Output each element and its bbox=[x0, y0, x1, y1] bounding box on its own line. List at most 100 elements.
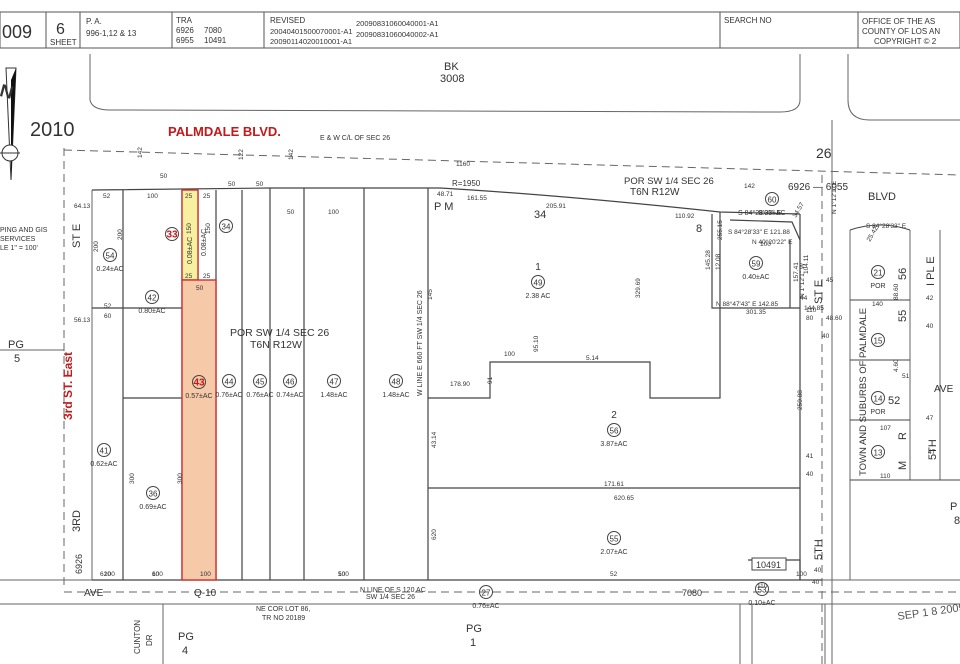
dimension-label: 45 bbox=[826, 277, 834, 284]
dimension-label: 5.14 bbox=[586, 355, 599, 362]
office-line-2: COUNTY OF LOS AN bbox=[862, 27, 940, 36]
dimension-label: 100 bbox=[760, 241, 771, 248]
parcel-47[interactable]: 471.48±AC bbox=[320, 374, 348, 400]
ne-cor-note-1: NE COR LOT 86, bbox=[256, 606, 310, 613]
dimension-label: 142 bbox=[744, 183, 755, 190]
north-arrow: N bbox=[0, 67, 20, 181]
parcel-number: 55 bbox=[610, 535, 619, 544]
street-palmdale-blvd[interactable]: PALMDALE BLVD. bbox=[168, 124, 281, 139]
parcel-circle bbox=[192, 375, 206, 389]
dimension-label: 50 bbox=[287, 209, 295, 216]
parcel-circle bbox=[607, 423, 621, 437]
parcel-area: 0.76±AC bbox=[472, 603, 499, 610]
parcel-number: 33 bbox=[166, 230, 178, 241]
parcel-48[interactable]: 481.48±AC bbox=[382, 374, 410, 400]
revised-left-2: 20090114020010001-A1 bbox=[270, 37, 352, 46]
parcel-number: 60 bbox=[768, 196, 777, 205]
por-sec-upper-1: POR SW 1/4 SEC 26 bbox=[624, 176, 714, 187]
parcel-circle bbox=[871, 265, 885, 279]
parcel-number: 27 bbox=[482, 589, 491, 598]
parcel-number: 45 bbox=[256, 378, 265, 387]
parcel-43[interactable]: 430.57±AC bbox=[185, 375, 213, 401]
dimension-label: 47 bbox=[926, 415, 934, 422]
bk-number: 3008 bbox=[440, 73, 464, 85]
dimension-label: 178.90 bbox=[450, 381, 470, 388]
parcel-circle bbox=[755, 582, 769, 596]
parcel-area: 2.07±AC bbox=[600, 549, 627, 556]
w-line-note: W LINE E 660 FT SW 1/4 SEC 26 bbox=[417, 290, 424, 396]
street-q10: Q-10 bbox=[194, 588, 217, 599]
dimension-label: 250.88 bbox=[797, 390, 804, 410]
dimension-label: 52 bbox=[610, 571, 618, 578]
parcel-number: 56 bbox=[610, 427, 619, 436]
street-3rd-east[interactable]: 3rd ST. East bbox=[61, 352, 75, 420]
tra-code-2: 7080 bbox=[204, 26, 222, 35]
parcel-49[interactable]: 492.38 AC1 bbox=[526, 262, 551, 300]
parcel-42[interactable]: 420.80±AC bbox=[138, 290, 166, 316]
parcel-59[interactable]: 590.40±AC bbox=[742, 256, 770, 282]
right-edge-2: 8 bbox=[954, 515, 960, 527]
parcel-41[interactable]: 410.62±AC bbox=[90, 443, 118, 469]
parcel-13[interactable]: 13 bbox=[871, 445, 885, 459]
parcel-33-highlight[interactable] bbox=[181, 189, 199, 281]
pg-bottom-left-1: PG bbox=[178, 631, 194, 643]
date-stamp: SEP 1 8 2009 bbox=[897, 602, 960, 623]
parcel-area: 0.62±AC bbox=[90, 461, 117, 468]
parcel-45[interactable]: 450.76±AC bbox=[246, 374, 274, 400]
street-3rd-ste: ST E bbox=[71, 224, 83, 248]
dimension-label: 620 bbox=[431, 529, 438, 540]
parcel-area: 0.08±AC bbox=[201, 229, 208, 256]
pg-left-2: 5 bbox=[14, 353, 20, 365]
dimension-label: 48.71 bbox=[437, 191, 454, 198]
bearing-4: N 1°12'1" W bbox=[798, 262, 806, 298]
dimension-label: 100 bbox=[328, 209, 339, 216]
parcel-circle bbox=[871, 391, 885, 405]
parcel-60[interactable]: 600.05±AC bbox=[758, 192, 786, 218]
dimension-label: 60 bbox=[152, 571, 160, 578]
parcel-36[interactable]: 360.69±AC bbox=[139, 486, 167, 512]
parcel-55[interactable]: 55 2.07±AC bbox=[600, 531, 628, 557]
parcel-circle bbox=[222, 374, 236, 388]
dimension-label: 50 bbox=[338, 571, 346, 578]
street-i-pl-e: I PL E bbox=[925, 256, 937, 286]
dimension-label: 40 bbox=[822, 333, 830, 340]
dimension-label: 205.91 bbox=[546, 203, 566, 210]
parcel-area: POR bbox=[870, 283, 885, 290]
dimension-label: 34.57 bbox=[792, 201, 806, 219]
dimension-label: 300 bbox=[177, 473, 184, 484]
parcel-15[interactable]: 15 bbox=[871, 333, 885, 347]
parcel-area: 0.57±AC bbox=[185, 393, 212, 400]
parcel-56[interactable]: 563.87±AC2 bbox=[600, 410, 627, 448]
dimension-label: 100 bbox=[504, 351, 515, 358]
parcel-53[interactable]: 530.10±AC bbox=[748, 582, 776, 608]
parcel-27[interactable]: 27 0.76±AC bbox=[472, 585, 500, 611]
dimension-label: 255.15 bbox=[717, 220, 724, 240]
dimension-label: 48.60 bbox=[826, 315, 843, 322]
bearing-3: N 40°20'22" E bbox=[752, 238, 793, 246]
parcel-number: 42 bbox=[148, 294, 157, 303]
dimension-label: 1160 bbox=[456, 161, 470, 168]
bearing-2: S 84°28'33" E 121.88 bbox=[728, 228, 790, 236]
parcel-number: 47 bbox=[330, 378, 339, 387]
parcel-circle bbox=[283, 374, 297, 388]
cunton-line-1: CUNTON bbox=[133, 620, 142, 654]
parcel-44[interactable]: 440.76±AC bbox=[215, 374, 243, 400]
dimension-label: 100 bbox=[152, 571, 163, 578]
parcel-circle bbox=[327, 374, 341, 388]
parcel-46[interactable]: 460.74±AC bbox=[276, 374, 304, 400]
parcel-43-highlight[interactable] bbox=[181, 279, 217, 581]
parcel-33[interactable]: 330.08±AC bbox=[165, 227, 195, 265]
dimension-label: 144.85 bbox=[804, 305, 824, 312]
parcel-area: 0.40±AC bbox=[742, 274, 769, 281]
dimension-label: 620 bbox=[100, 571, 111, 578]
parcel-34[interactable]: 340.08±AC bbox=[201, 219, 233, 257]
parcel-54[interactable]: 540.24±AC bbox=[96, 248, 124, 274]
street-3rd: 3RD bbox=[71, 510, 83, 532]
right-52: 52 bbox=[888, 395, 900, 407]
tra-code-1: 6926 bbox=[176, 26, 194, 35]
street-blvd: BLVD bbox=[868, 191, 896, 203]
street-ave-right: AVE bbox=[934, 384, 954, 395]
